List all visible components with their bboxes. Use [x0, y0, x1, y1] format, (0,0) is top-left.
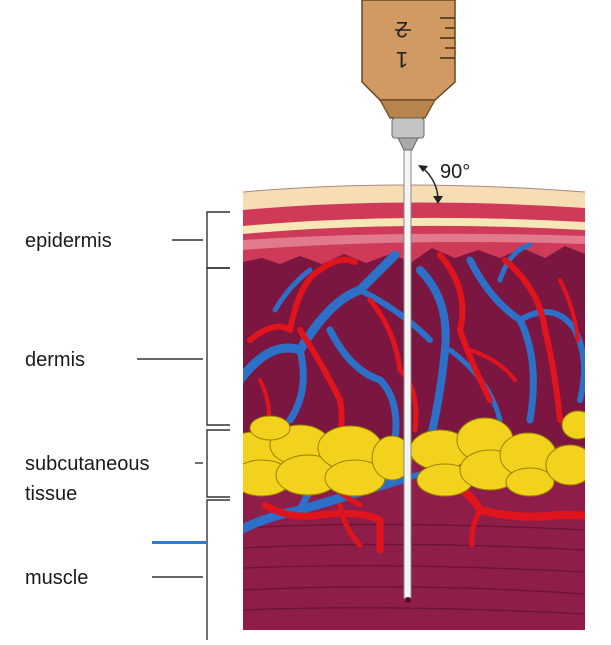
syringe-marking-1: 1 [396, 47, 408, 72]
label-muscle: muscle [25, 567, 88, 589]
needle [404, 150, 411, 604]
label-tissue: tissue [25, 483, 77, 505]
layer-brackets [137, 212, 230, 640]
tissue-block [215, 170, 611, 640]
angle-label: 90° [440, 161, 470, 183]
label-epidermis: epidermis [25, 230, 112, 252]
label-dermis: dermis [25, 349, 85, 371]
accent-line [152, 541, 207, 544]
syringe: 2 1 [362, 0, 455, 150]
label-subcutaneous: subcutaneous [25, 453, 150, 475]
